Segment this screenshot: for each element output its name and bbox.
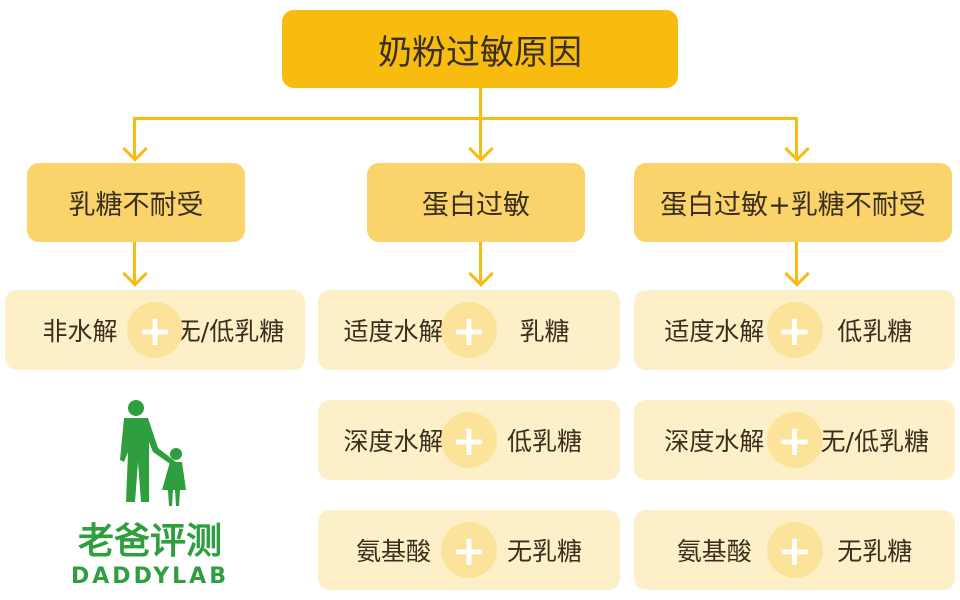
option-pill: 非水解 +无/低乳糖 [5, 290, 305, 370]
plus-icon: + [127, 302, 183, 358]
option-pill: 氨基酸 + 无乳糖 [634, 510, 955, 590]
arrow-icon [468, 261, 494, 287]
option-pill: 深度水解+ 低乳糖 [318, 400, 620, 480]
connector [133, 117, 136, 159]
arrow-icon [784, 261, 810, 287]
category-protein-allergy: 蛋白过敏 [367, 163, 585, 242]
option-right: 无/低乳糖 [820, 427, 929, 456]
father-daughter-icon [120, 400, 186, 506]
option-pill: 适度水解+ 低乳糖 [634, 290, 955, 370]
category-lactose-intolerance: 乳糖不耐受 [27, 163, 245, 242]
connector [479, 117, 482, 159]
option-left: 氨基酸 [355, 537, 431, 566]
option-right: 无乳糖 [506, 537, 582, 566]
arrow-icon [122, 261, 148, 287]
root-node: 奶粉过敏原因 [282, 10, 678, 88]
category-label: 蛋白过敏+乳糖不耐受 [660, 190, 926, 221]
option-right: 无/低乳糖 [175, 317, 285, 346]
connector [133, 117, 798, 120]
connector [479, 88, 482, 118]
arrow-icon [784, 136, 810, 162]
option-right: 低乳糖 [837, 317, 913, 346]
plus-icon: + [441, 302, 497, 358]
plus-icon: + [766, 412, 823, 468]
category-label: 蛋白过敏 [422, 190, 530, 221]
option-right: 乳糖 [519, 317, 570, 346]
plus-icon: + [441, 412, 497, 468]
connector [133, 242, 136, 284]
logo-text-cn: 老爸评测 [77, 521, 222, 562]
option-left: 深度水解 [664, 427, 765, 456]
option-left: 适度水解 [343, 317, 444, 346]
plus-icon: + [766, 522, 823, 578]
connector [795, 242, 798, 284]
plus-icon: + [766, 302, 823, 358]
arrow-icon [122, 136, 148, 162]
daddylab-logo: 老爸评测 DADDYLAB [70, 398, 230, 589]
connector [479, 242, 482, 284]
option-right: 无乳糖 [837, 537, 913, 566]
logo-text-en: DADDYLAB [71, 564, 229, 589]
option-left: 氨基酸 [676, 537, 752, 566]
plus-icon: + [441, 522, 497, 578]
root-label: 奶粉过敏原因 [378, 32, 582, 73]
option-left: 适度水解 [664, 317, 765, 346]
arrow-icon [468, 136, 494, 162]
option-right: 低乳糖 [506, 427, 582, 456]
option-pill: 深度水解+无/低乳糖 [634, 400, 955, 480]
option-left: 深度水解 [343, 427, 444, 456]
category-both: 蛋白过敏+乳糖不耐受 [634, 163, 952, 242]
option-pill: 氨基酸 + 无乳糖 [318, 510, 620, 590]
option-pill: 适度水解+ 乳糖 [318, 290, 620, 370]
category-label: 乳糖不耐受 [68, 190, 204, 221]
connector [795, 117, 798, 159]
option-left: 非水解 [42, 317, 118, 346]
